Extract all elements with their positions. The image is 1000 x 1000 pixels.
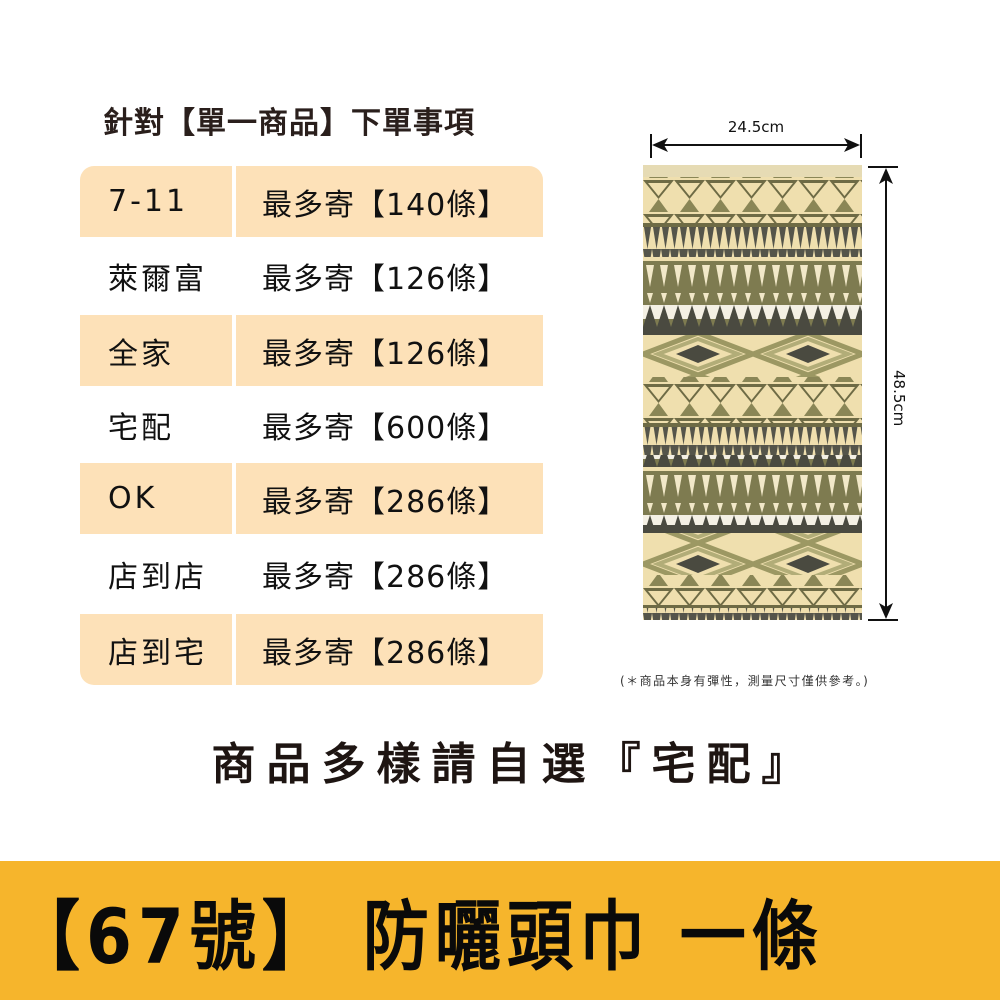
width-arrow-icon	[650, 134, 862, 158]
product-title-banner: 【67號】 防曬頭巾 一條	[0, 861, 1000, 1000]
table-row: 店到店 最多寄【286條】	[80, 538, 543, 609]
product-fabric-image	[643, 165, 862, 620]
tribal-pattern-image	[643, 165, 862, 620]
width-dimension: 24.5cm	[650, 118, 862, 158]
shipping-method: 全家	[80, 315, 232, 386]
shipping-method: 店到店	[108, 559, 207, 595]
shipping-method: 萊爾富	[108, 261, 207, 297]
width-label: 24.5cm	[727, 118, 785, 136]
table-row: OK 最多寄【286條】	[80, 463, 543, 534]
shipping-limit: 最多寄【600條】	[262, 410, 509, 446]
height-arrow-icon	[868, 166, 898, 621]
shipping-method: OK	[80, 463, 232, 534]
shipping-method: 宅配	[108, 410, 174, 446]
shipping-limit: 最多寄【286條】	[262, 559, 509, 595]
promo-text: 商品多樣請自選『宅配』	[211, 739, 817, 790]
table-row: 全家 最多寄【126條】	[80, 315, 543, 386]
shipping-method: 7-11	[80, 166, 232, 237]
shipping-limit: 最多寄【286條】	[236, 614, 543, 685]
shipping-limit: 最多寄【140條】	[236, 166, 543, 237]
table-row: 萊爾富 最多寄【126條】	[80, 240, 543, 311]
shipping-limit: 最多寄【126條】	[236, 315, 543, 386]
height-label: 48.5cm	[890, 370, 908, 427]
page-heading: 針對【單一商品】下單事項	[103, 106, 475, 141]
shipping-limit: 最多寄【126條】	[262, 261, 509, 297]
product-title: 【67號】 防曬頭巾 一條	[14, 892, 824, 982]
measurement-note: (＊商品本身有彈性，測量尺寸僅供參考。)	[620, 674, 870, 688]
height-dimension: 48.5cm	[868, 165, 918, 625]
table-row: 店到宅 最多寄【286條】	[80, 614, 543, 685]
shipping-method: 店到宅	[80, 614, 232, 685]
table-row: 7-11 最多寄【140條】	[80, 166, 543, 237]
table-row: 宅配 最多寄【600條】	[80, 389, 543, 460]
shipping-limit: 最多寄【286條】	[236, 463, 543, 534]
